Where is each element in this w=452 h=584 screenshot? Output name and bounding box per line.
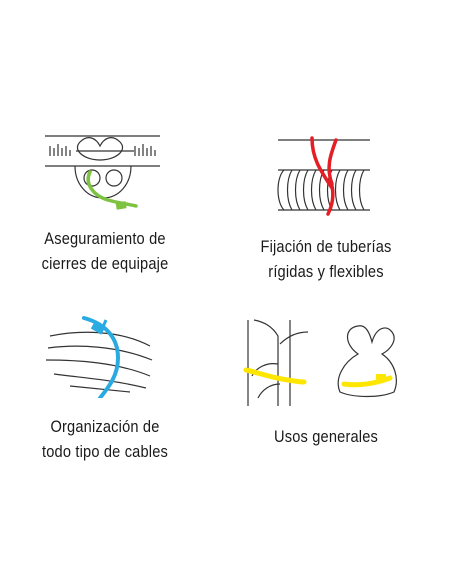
cable-bundle-tie-icon [45,316,153,398]
cables-caption: Organización de todo tipo de cables [41,417,168,461]
pipe-tie-icon [277,136,370,216]
plant-and-bag-tie-icon [243,319,397,406]
luggage-caption: Aseguramiento de cierres de equipaje [41,229,169,273]
general-caption: Usos generales [273,427,378,446]
luggage-zipper-tie-icon [45,135,160,210]
pipes-caption: Fijación de tuberías rígidas y flexibles [260,237,392,281]
